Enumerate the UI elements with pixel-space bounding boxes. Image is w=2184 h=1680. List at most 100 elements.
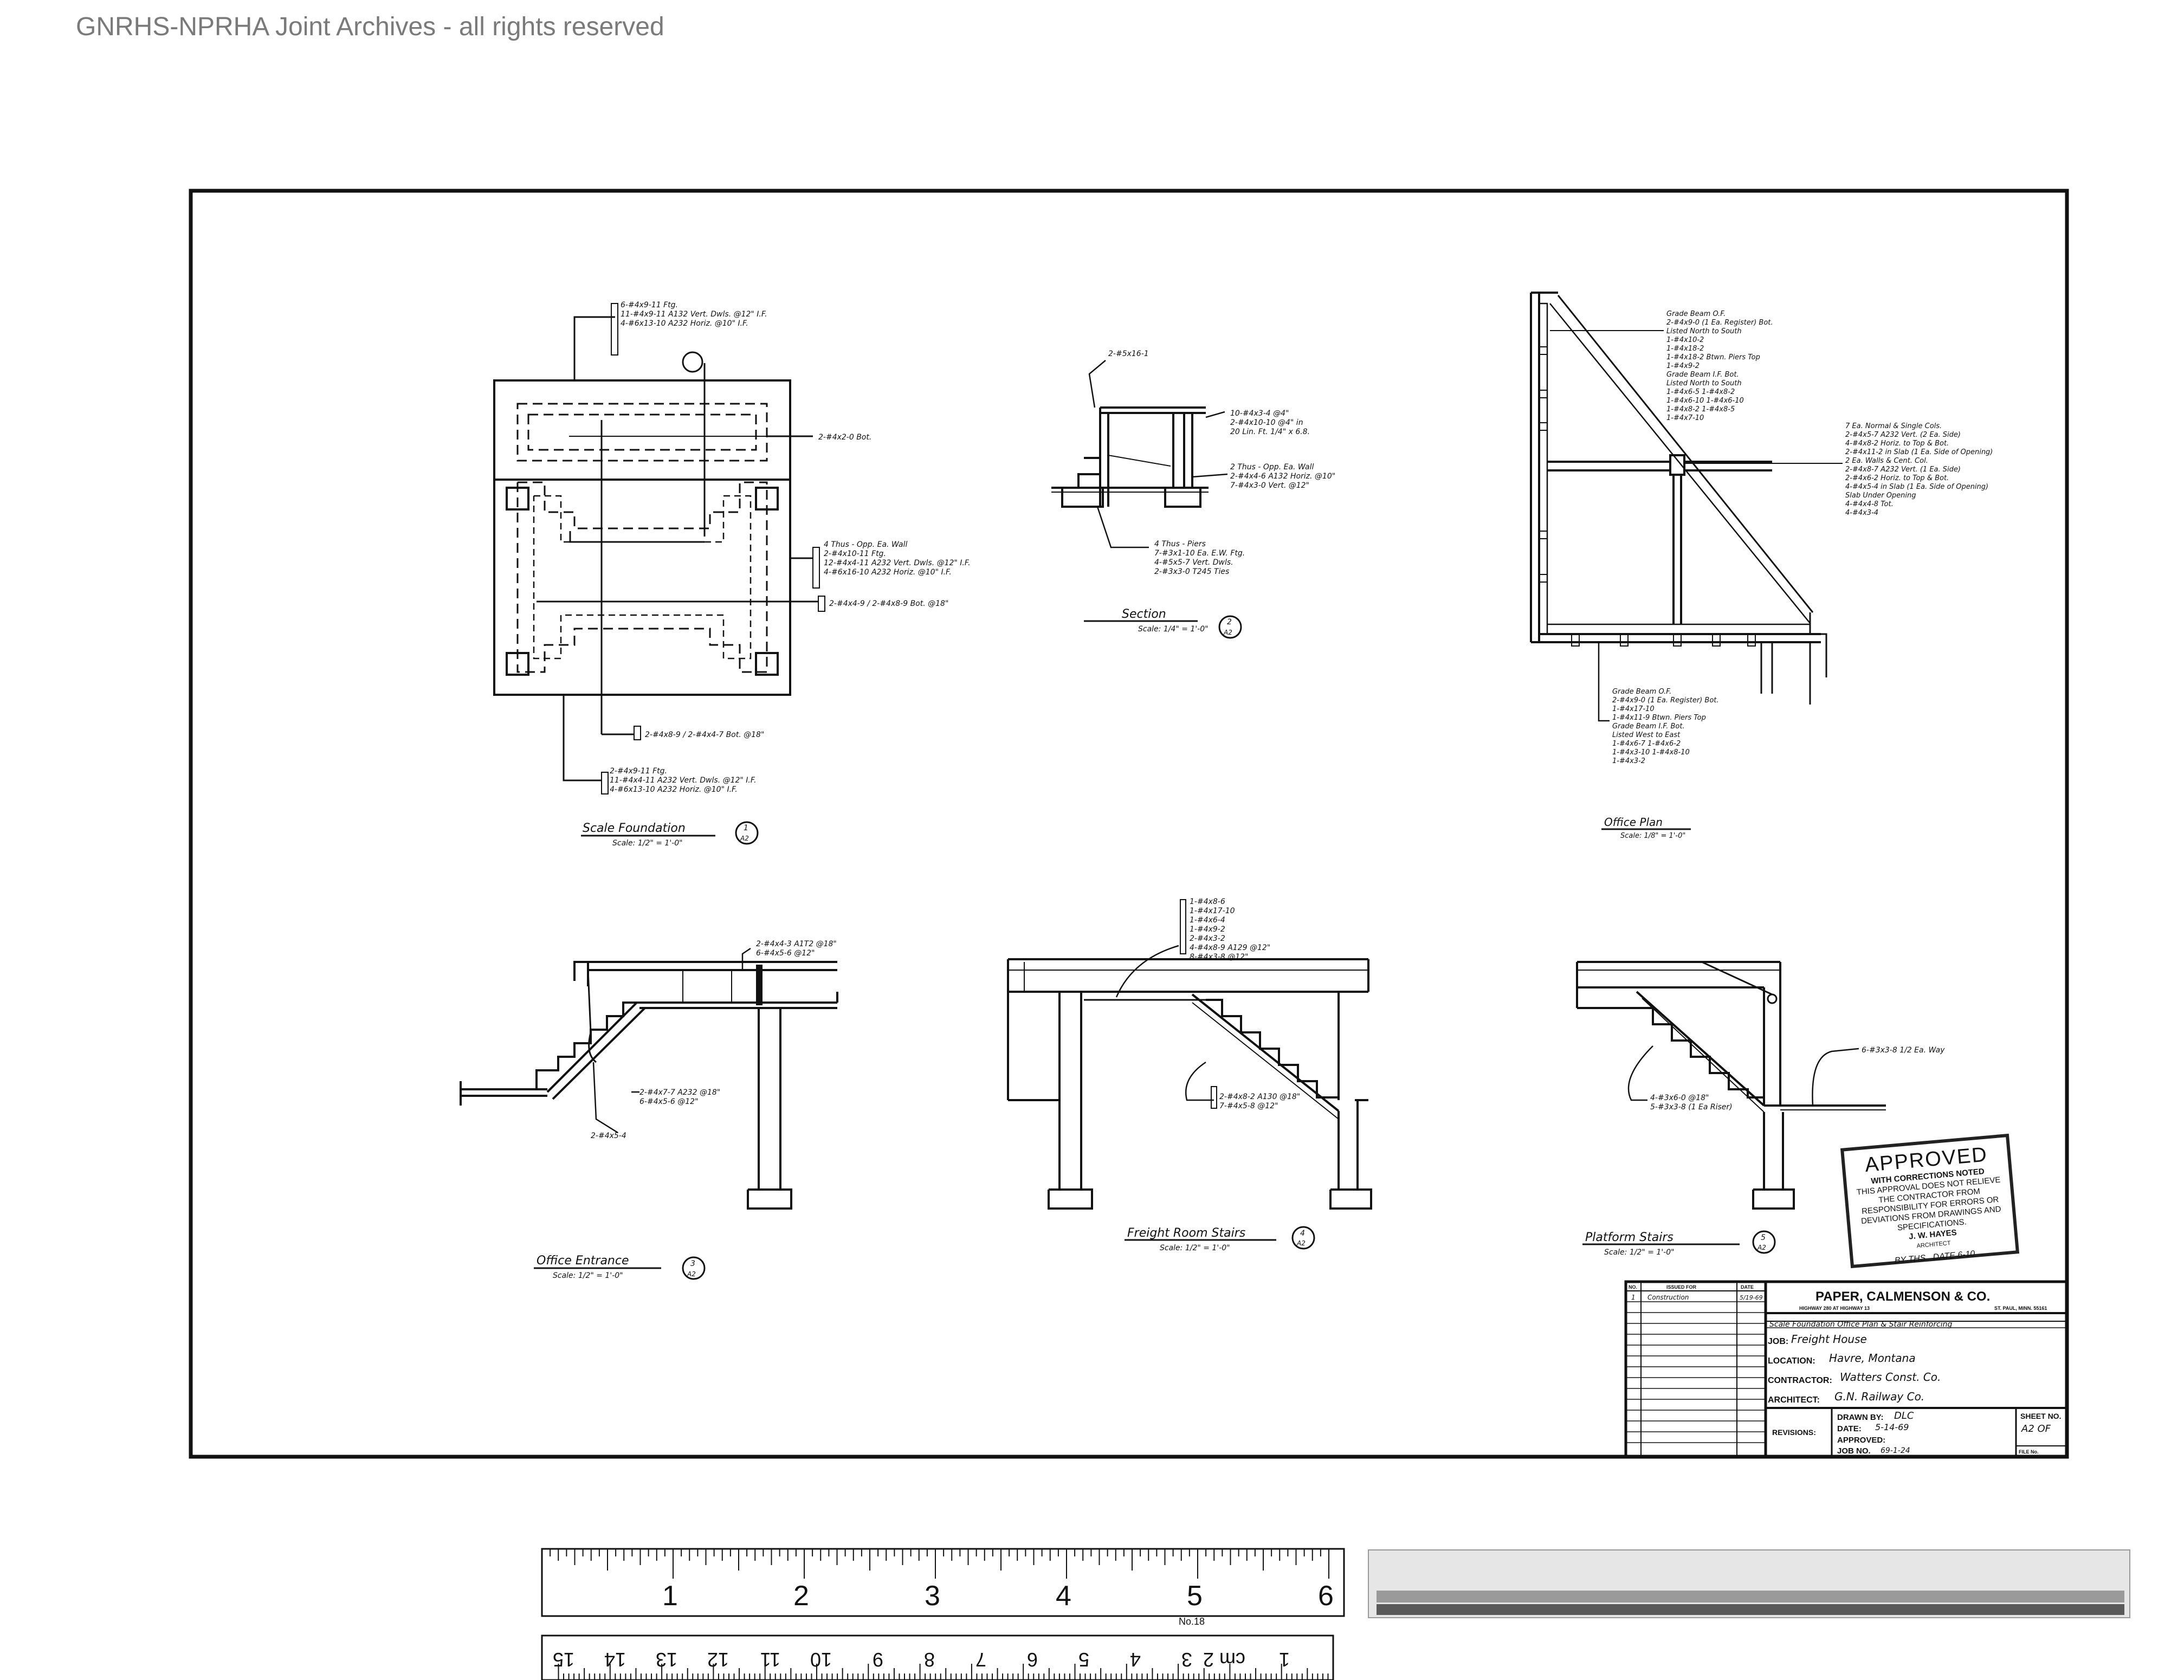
sec-note-r2: 2-#4x10-10 @4" in	[1230, 418, 1303, 427]
op-note-b4: 1-#4x11-9 Btwn. Piers Top	[1612, 714, 1706, 722]
approved-label: APPROVED:	[1837, 1436, 1885, 1445]
ruler-cm-13: 13	[656, 1649, 677, 1671]
ruler-cm-12: 12	[707, 1649, 729, 1671]
op-note-r1: 7 Ea. Normal & Single Cols.	[1845, 422, 1942, 430]
sf-note-bot: 2-#4x4-9 / 2-#4x8-9 Bot. @18"	[829, 599, 948, 608]
ruler-inch-4: 4	[1056, 1580, 1071, 1612]
op-note-b3: 1-#4x17-10	[1612, 705, 1655, 713]
ruler-cm-ticks	[558, 1664, 1334, 1680]
op-note-t7: 1-#4x9-2	[1666, 362, 1700, 370]
contractor-value: Watters Const. Co.	[1840, 1371, 1941, 1384]
ps-detail-sheet: A2	[1757, 1244, 1766, 1251]
op-note-r10: 4-#4x4-8 Tot.	[1845, 500, 1894, 508]
sheet-no-label: SHEET NO.	[2020, 1412, 2061, 1420]
platform-stairs-notes: 6-#3x3-8 1/2 Ea. Way 4-#3x6-0 @18" 5-#3x…	[1585, 1046, 1945, 1257]
sheet-no-value: A2 OF	[2021, 1423, 2051, 1435]
ruler-cm-4: 4	[1130, 1649, 1141, 1671]
fr-note-m1: 2-#4x8-2 A130 @18"	[1219, 1093, 1300, 1101]
op-note-b1: Grade Beam O.F.	[1612, 688, 1671, 696]
ruler-inch-labels: 1 2 3 4 5 6 No.18	[662, 1580, 1334, 1627]
sec-note-l4: 2-#3x3-0 T245 Ties	[1154, 567, 1229, 576]
stamp-date-value: 6-10	[1957, 1249, 1975, 1260]
sf-note-top-3: 4-#6x13-10 A232 Horiz. @10" I.F.	[621, 319, 748, 328]
fr-note-t4: 1-#4x9-2	[1190, 925, 1225, 934]
freight-room-stairs-view	[1007, 899, 1372, 1250]
job-value: Freight House	[1791, 1333, 1867, 1346]
ruler-cm-14: 14	[604, 1649, 626, 1671]
sf-note-bot2: 2-#4x8-9 / 2-#4x4-7 Bot. @18"	[645, 731, 764, 739]
ruler-inch-5: 5	[1187, 1580, 1203, 1612]
oe-note-m2: 6-#4x5-6 @12"	[639, 1097, 698, 1106]
sf-detail-sheet: A2	[740, 835, 749, 842]
op-note-t10: 1-#4x6-5 1-#4x8-2	[1666, 388, 1735, 396]
job-label: JOB:	[1768, 1337, 1788, 1346]
op-note-r7: 2-#4x6-2 Horiz. to Top & Bot.	[1845, 474, 1949, 482]
op-note-r11: 4-#4x3-4	[1845, 509, 1878, 517]
op-note-t2: 2-#4x9-0 (1 Ea. Register) Bot.	[1666, 319, 1773, 327]
ruler-model: No.18	[1179, 1616, 1205, 1627]
op-note-t12: 1-#4x8-2 1-#4x8-5	[1666, 405, 1735, 413]
rev-header-no: NO.	[1629, 1284, 1637, 1290]
ruler-cm-6: 6	[1027, 1649, 1038, 1671]
location-value: Havre, Montana	[1829, 1352, 1916, 1365]
drawn-by-label: DRAWN BY:	[1837, 1413, 1884, 1422]
sf-note-wall-2: 2-#4x10-11 Ftg.	[824, 550, 886, 558]
oe-detail-no: 3	[690, 1259, 695, 1268]
archive-watermark: GNRHS-NPRHA Joint Archives - all rights …	[76, 12, 664, 41]
op-note-t9: Listed North to South	[1666, 379, 1742, 387]
rev-row-date: 5/19-69	[1740, 1294, 1763, 1301]
grey-scale-card	[1368, 1549, 2130, 1618]
sec-note-r3: 20 Lin. Ft. 1/4" x 6.8.	[1230, 428, 1310, 436]
sf-note-wall-3: 12-#4x4-11 A232 Vert. Dwls. @12" I.F.	[824, 559, 971, 567]
op-note-r5: 2 Ea. Walls & Cent. Col.	[1845, 457, 1928, 465]
fr-detail-sheet: A2	[1296, 1239, 1306, 1247]
op-note-b7: 1-#4x6-7 1-#4x6-2	[1612, 740, 1681, 748]
ruler-inch-ticks	[541, 1549, 1329, 1579]
oe-scale: Scale: 1/2" = 1'-0"	[553, 1271, 623, 1280]
sf-note-bottom-1: 2-#4x9-11 Ftg.	[610, 767, 667, 776]
op-note-t6: 1-#4x18-2 Btwn. Piers Top	[1666, 353, 1760, 361]
stamp-by-value: THS	[1908, 1253, 1927, 1264]
sec-note-r1: 10-#4x3-4 @4"	[1230, 409, 1289, 418]
sf-note-wall-1: 4 Thus - Opp. Ea. Wall	[824, 540, 907, 549]
ps-note-r: 6-#3x3-8 1/2 Ea. Way	[1862, 1046, 1945, 1055]
rev-row-no: 1	[1631, 1294, 1636, 1301]
ruler-cm-2: cm 2	[1203, 1649, 1245, 1671]
oe-title: Office Entrance	[537, 1254, 629, 1268]
revisions-label: REVISIONS:	[1772, 1428, 1816, 1437]
op-note-r9: Slab Under Opening	[1845, 492, 1916, 500]
rev-row-issued: Construction	[1647, 1294, 1689, 1301]
sf-note-bottom-3: 4-#6x13-10 A232 Horiz. @10" I.F.	[610, 785, 738, 794]
fr-scale: Scale: 1/2" = 1'-0"	[1160, 1244, 1230, 1252]
ruler-inch-6: 6	[1318, 1580, 1334, 1612]
architect-value: G.N. Railway Co.	[1834, 1390, 1924, 1403]
fr-note-t7: 8-#4x3-8 @12"	[1190, 953, 1248, 961]
job-no-value: 69-1-24	[1881, 1446, 1910, 1455]
section-notes: 2-#5x16-1 10-#4x3-4 @4" 2-#4x10-10 @4" i…	[1108, 350, 1335, 636]
sf-note-top-1: 6-#4x9-11 Ftg.	[621, 301, 678, 309]
sf-note-top-2: 11-#4x9-11 A132 Vert. Dwls. @12" I.F.	[621, 310, 767, 319]
freight-room-stairs-notes: 1-#4x8-6 1-#4x17-10 1-#4x6-4 1-#4x9-2 2-…	[1127, 897, 1306, 1252]
office-plan-view	[1530, 292, 1843, 830]
op-note-b6: Listed West to East	[1612, 731, 1681, 739]
sec-detail-no: 2	[1227, 618, 1232, 626]
stamp-by-label: BY	[1894, 1255, 1907, 1266]
contractor-label: CONTRACTOR:	[1768, 1376, 1832, 1385]
op-title: Office Plan	[1604, 816, 1663, 829]
office-entrance-view	[460, 947, 838, 1280]
op-note-b2: 2-#4x9-0 (1 Ea. Register) Bot.	[1612, 696, 1719, 705]
op-note-r6: 2-#4x8-7 A232 Vert. (1 Ea. Side)	[1845, 466, 1961, 474]
ruler-inch-2: 2	[793, 1580, 809, 1612]
company-address-right: ST. PAUL, MINN. 55161	[1994, 1306, 2047, 1311]
ruler-cm-9: 9	[873, 1649, 883, 1671]
sheet-description: Scale Foundation Office Plan & Stair Rei…	[1769, 1320, 1952, 1329]
ps-title: Platform Stairs	[1585, 1231, 1673, 1244]
op-note-t5: 1-#4x18-2	[1666, 345, 1704, 353]
op-note-b5: Grade Beam I.F. Bot.	[1612, 722, 1685, 731]
ruler-inch-1: 1	[662, 1580, 678, 1612]
title-block-text: NO. ISSUED FOR DATE 1 Construction 5/19-…	[1629, 1284, 2061, 1456]
sf-title: Scale Foundation	[583, 822, 686, 835]
op-scale: Scale: 1/8" = 1'-0"	[1620, 832, 1685, 840]
sf-detail-no: 1	[744, 824, 748, 832]
ps-scale: Scale: 1/2" = 1'-0"	[1604, 1248, 1675, 1257]
